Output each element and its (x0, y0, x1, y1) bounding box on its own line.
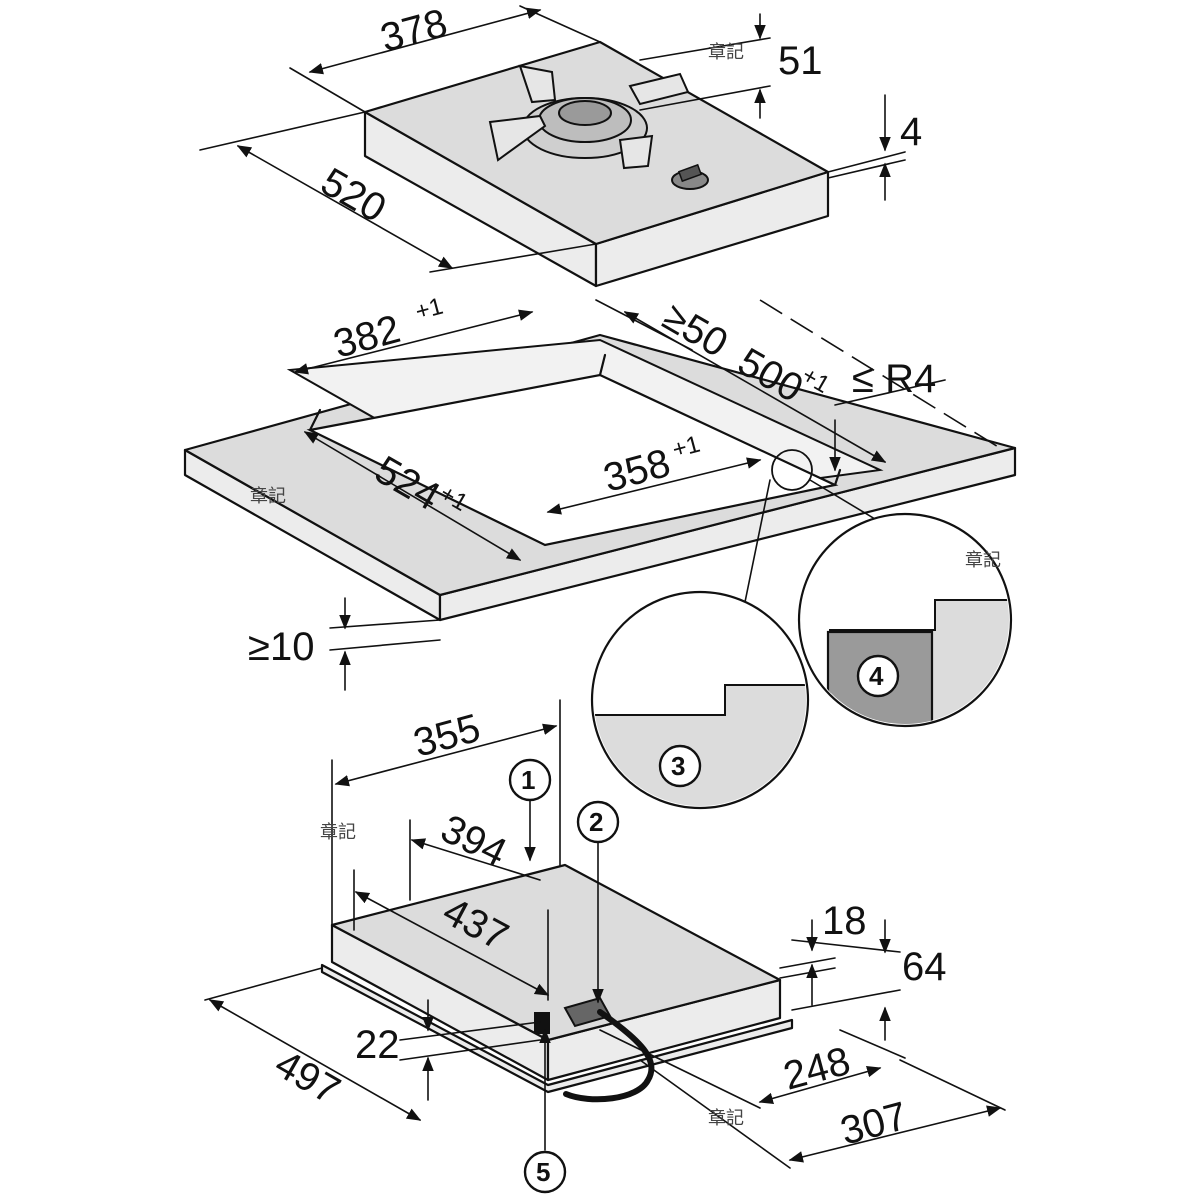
pan-support-height-label: 51 (778, 39, 823, 83)
connector-offset-label: 248 (779, 1039, 855, 1099)
underside-dimensions (204, 699, 1006, 1169)
gas-burner (488, 64, 690, 170)
gas-connector (534, 996, 655, 1103)
connection-height-label: 22 (355, 1023, 400, 1067)
watermark: 章記 (708, 42, 744, 63)
underside-depth-label: 497 (268, 1042, 348, 1113)
marker-5: 5 (523, 1150, 567, 1194)
watermark: 章記 (320, 822, 356, 843)
hob-width-label: 378 (376, 1, 452, 61)
inner-width-label: 394 (434, 807, 513, 876)
svg-text:2: 2 (589, 807, 603, 837)
total-height-label: 64 (902, 945, 947, 989)
watermark: 章記 (250, 486, 286, 507)
hob-dimensions (199, 5, 906, 273)
cutout-width-label: 382 (329, 307, 405, 367)
marker-2: 2 (576, 800, 620, 844)
cutout-width-tol: +1 (413, 293, 446, 326)
rim-height-label: 18 (822, 899, 867, 943)
svg-text:1: 1 (521, 765, 535, 795)
detail-marker-4: 4 (869, 661, 884, 691)
watermark: 章記 (708, 1108, 744, 1129)
hob-depth-label: 520 (314, 160, 394, 231)
control-knob (671, 163, 709, 190)
underside-width-label: 355 (409, 706, 485, 766)
watermark: 章記 (965, 550, 1001, 571)
detail-view-4: 4 (797, 512, 1013, 728)
svg-text:5: 5 (536, 1157, 550, 1187)
glass-thickness-label: 4 (900, 110, 922, 154)
front-clearance-label: ≥10 (248, 625, 314, 669)
detail-marker-3: 3 (671, 751, 685, 781)
hob-drawing (363, 40, 830, 288)
frame-lip (320, 963, 794, 1094)
corner-radius-label: ≤ R4 (852, 357, 936, 401)
connector-offset-2-label: 307 (836, 1094, 912, 1154)
detail-view-3: 3 (590, 590, 810, 810)
cutout-dimensions (184, 299, 1001, 691)
marker-1: 1 (508, 758, 552, 802)
